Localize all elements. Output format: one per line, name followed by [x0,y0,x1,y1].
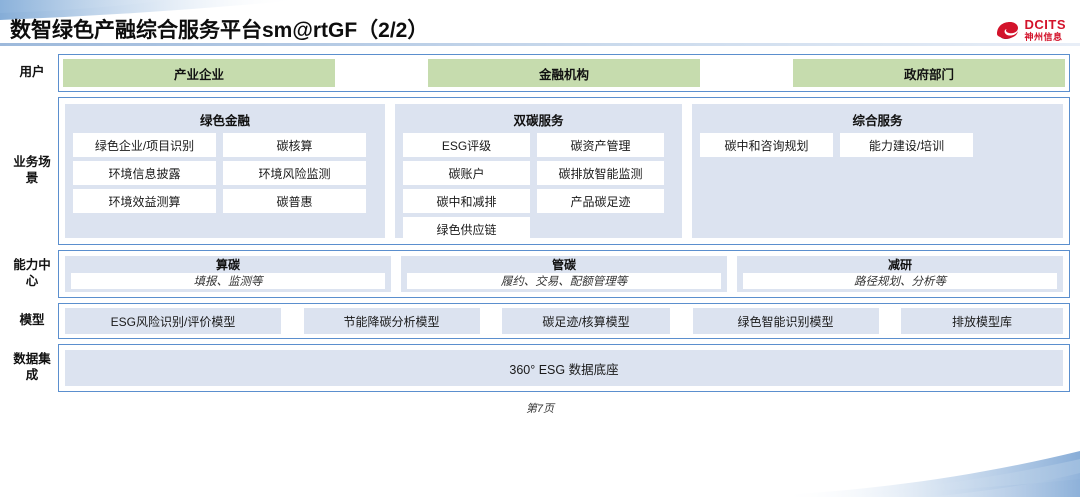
row-users-body: 产业企业 金融机构 政府部门 [58,54,1070,92]
row-label-line-2: 景 [25,171,39,185]
capability-group-manage-carbon[interactable]: 管碳 履约、交易、配额管理等 [401,256,727,292]
capability-group-calc-carbon[interactable]: 算碳 填报、监测等 [65,256,391,292]
scenario-item[interactable]: 绿色供应链 [403,217,530,241]
user-cell: 产业企业 [63,59,397,87]
scenario-item[interactable]: 碳核算 [223,133,366,157]
page-footer: 第7页 [0,397,1080,419]
row-model: 模型 ESG风险识别/评价模型 节能降碳分析模型 碳足迹/核算模型 绿色智能识别… [6,303,1070,339]
scenario-item[interactable]: 环境信息披露 [73,161,216,185]
capability-group-title: 管碳 [551,258,576,272]
scenario-item[interactable]: 绿色企业/项目识别 [73,133,216,157]
user-box-government[interactable]: 政府部门 [793,59,1065,87]
row-data-integration: 数据集 成 360° ESG 数据底座 [6,344,1070,392]
row-label-line-1: 数据集 [13,352,51,367]
scenario-item[interactable]: 产品碳足迹 [537,189,664,213]
row-users: 用户 产业企业 金融机构 政府部门 [6,54,1070,92]
scenario-item[interactable]: 碳中和咨询规划 [700,133,833,157]
capability-group-subtitle: 填报、监测等 [71,273,385,289]
row-label-line-1: 能力中 [13,258,51,273]
architecture-diagram: 用户 产业企业 金融机构 政府部门 业务场 景 绿色金融 绿色企业/ [0,46,1080,392]
scenario-item[interactable]: 碳中和减排 [403,189,530,213]
scenario-item-list: ESG评级 碳资产管理 碳账户 碳排放智能监测 碳中和减排 产品碳足迹 绿色供应… [403,133,674,241]
scenario-group-dual-carbon: 双碳服务 ESG评级 碳资产管理 碳账户 碳排放智能监测 碳中和减排 产品碳足迹… [395,104,682,241]
capability-group-subtitle: 路径规划、分析等 [743,273,1057,289]
page-number: 第7页 [525,403,555,415]
row-label-model: 模型 [19,313,45,328]
page-header: 数智绿色产融综合服务平台sm@rtGF（2/2） DCITS 神州信息 [0,0,1080,46]
user-box-financial[interactable]: 金融机构 [428,59,700,87]
scenario-group-comprehensive: 综合服务 碳中和咨询规划 能力建设/培训 [692,104,1063,238]
model-box-carbon-footprint[interactable]: 碳足迹/核算模型 [502,308,670,334]
capability-group-title: 减研 [887,258,912,272]
model-box-esg-risk[interactable]: ESG风险识别/评价模型 [65,308,281,334]
logo-text-cn: 神州信息 [1024,32,1063,42]
scenario-group-title: 绿色金融 [199,114,250,128]
bottom-swoosh-decoration [780,449,1080,497]
dcits-swirl-icon [996,22,1018,40]
row-business-scenario: 业务场 景 绿色金融 绿色企业/项目识别 碳核算 环境信息披露 环境风险监测 环… [6,97,1070,245]
scenario-item[interactable]: 环境效益测算 [73,189,216,213]
scenario-item-list: 碳中和咨询规划 能力建设/培训 [700,133,1055,157]
capability-group-title: 算碳 [215,258,240,272]
user-cell: 政府部门 [731,59,1065,87]
scenario-item[interactable]: 碳普惠 [223,189,366,213]
data-box-esg-foundation[interactable]: 360° ESG 数据底座 [65,350,1063,386]
row-label-business-scenario: 业务场 景 [6,97,58,245]
row-label-line-2: 心 [25,274,39,288]
row-capability-center: 能力中 心 算碳 填报、监测等 管碳 履约、交易、配额管理等 减研 路径规划、分… [6,250,1070,298]
scenario-item[interactable]: 碳账户 [403,161,530,185]
scenario-item[interactable]: 环境风险监测 [223,161,366,185]
row-business-scenario-body: 绿色金融 绿色企业/项目识别 碳核算 环境信息披露 环境风险监测 环境效益测算 … [58,97,1070,245]
row-label-users: 用户 [19,65,45,80]
scenario-group-green-finance: 绿色金融 绿色企业/项目识别 碳核算 环境信息披露 环境风险监测 环境效益测算 … [65,104,385,238]
header-divider [0,43,1080,46]
scenario-item-list: 绿色企业/项目识别 碳核算 环境信息披露 环境风险监测 环境效益测算 碳普惠 [73,133,377,213]
model-box-green-intelligent[interactable]: 绿色智能识别模型 [692,308,879,334]
user-box-industry[interactable]: 产业企业 [63,59,335,87]
scenario-group-title: 综合服务 [852,114,903,128]
scenario-group-title: 双碳服务 [513,114,564,128]
model-box-emission-library[interactable]: 排放模型库 [901,308,1063,334]
model-box-energy-saving[interactable]: 节能降碳分析模型 [303,308,480,334]
row-model-body: ESG风险识别/评价模型 节能降碳分析模型 碳足迹/核算模型 绿色智能识别模型 … [58,303,1070,339]
logo-text-en: DCITS [1024,17,1066,32]
row-label-line-1: 业务场 [13,155,51,170]
scenario-item[interactable]: 能力建设/培训 [840,133,973,157]
row-data-integration-body: 360° ESG 数据底座 [58,344,1070,392]
row-label-capability-center: 能力中 心 [6,250,58,298]
capability-group-subtitle: 履约、交易、配额管理等 [407,273,721,289]
brand-logo: DCITS 神州信息 [994,18,1067,46]
capability-group-reduce-research[interactable]: 减研 路径规划、分析等 [737,256,1063,292]
page-title: 数智绿色产融综合服务平台sm@rtGF（2/2） [10,19,429,42]
scenario-item[interactable]: 碳排放智能监测 [537,161,664,185]
row-label-data-integration: 数据集 成 [6,344,58,392]
row-label-line-2: 成 [25,368,39,382]
row-capability-center-body: 算碳 填报、监测等 管碳 履约、交易、配额管理等 减研 路径规划、分析等 [58,250,1070,298]
scenario-item[interactable]: 碳资产管理 [537,133,664,157]
user-cell: 金融机构 [397,59,731,87]
scenario-item[interactable]: ESG评级 [403,133,530,157]
